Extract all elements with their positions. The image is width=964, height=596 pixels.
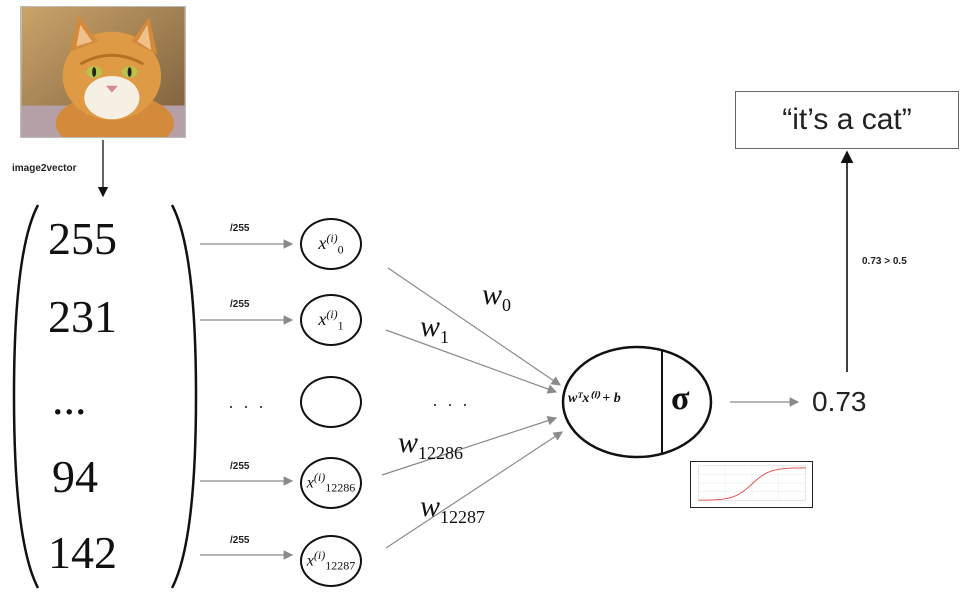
output-value: 0.73	[812, 386, 867, 417]
input-node-ellipsis	[300, 376, 362, 428]
weight-line-0	[387, 267, 561, 386]
vector-value-ellipsis: ...	[52, 373, 87, 424]
sigma-symbol: σ	[671, 380, 690, 417]
scale-label-3: /255	[230, 461, 250, 472]
scale-label-4: /255	[230, 535, 250, 546]
prediction-text: “it’s a cat”	[782, 103, 912, 136]
sigmoid-plot	[690, 461, 813, 508]
left-bracket	[12, 204, 40, 589]
neuron-linear-label: wᵀx⁽ⁱ⁾ + b	[568, 391, 621, 406]
weight-label-12286: w12286	[398, 426, 464, 463]
weight-line-3	[381, 416, 558, 476]
input-node-0: x(i)0	[300, 218, 362, 270]
weight-dots: · · ·	[432, 394, 470, 414]
vector-value-0: 255	[48, 213, 117, 264]
vector-value-1: 231	[48, 291, 117, 342]
input-node-1: x(i)1	[300, 294, 362, 346]
threshold-label: 0.73 > 0.5	[862, 256, 907, 267]
input-node-12286: x(i)12286	[300, 457, 362, 509]
weight-label-0: w0	[482, 278, 512, 315]
sigmoid-curve	[698, 467, 806, 501]
weight-label-1: w1	[420, 310, 450, 347]
image2vector-label: image2vector	[12, 163, 77, 174]
weight-label-12287: w12287	[420, 490, 486, 527]
weight-line-1	[385, 329, 558, 394]
scale-label-1: /255	[230, 299, 250, 310]
weight-line-4	[385, 431, 564, 549]
vector-value-3: 94	[52, 451, 98, 502]
prediction-box: “it’s a cat”	[735, 91, 959, 149]
cat-image	[20, 6, 186, 138]
input-node-12287: x(i)12287	[300, 535, 362, 587]
right-bracket	[170, 204, 198, 589]
scale-label-0: /255	[230, 223, 250, 234]
vector-value-4: 142	[48, 527, 117, 578]
neuron	[561, 345, 713, 459]
hidden-dots: · · ·	[228, 396, 266, 416]
